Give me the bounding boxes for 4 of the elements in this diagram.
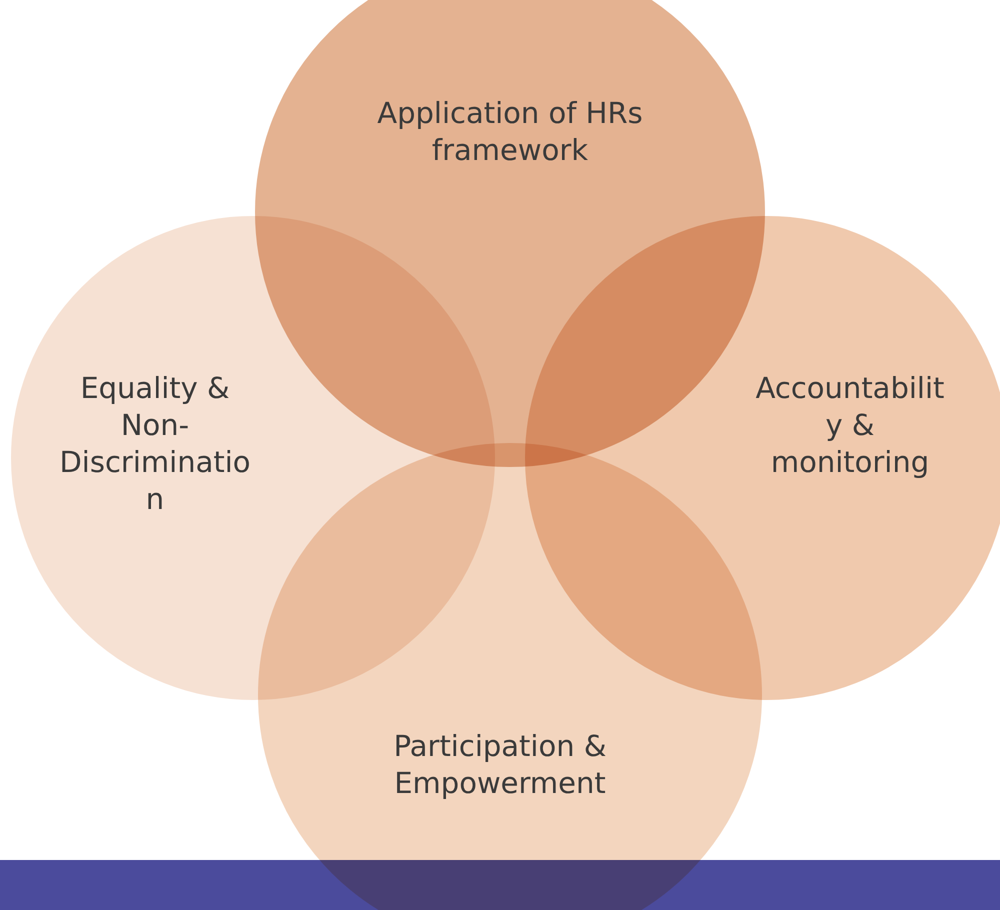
circle-label: Participation & Empowerment bbox=[392, 728, 608, 802]
circle-label: Application of HRs framework bbox=[376, 95, 644, 169]
circle-label: Equality & Non-Discrimination bbox=[58, 370, 252, 518]
circle-label: Accountability & monitoring bbox=[755, 370, 945, 481]
